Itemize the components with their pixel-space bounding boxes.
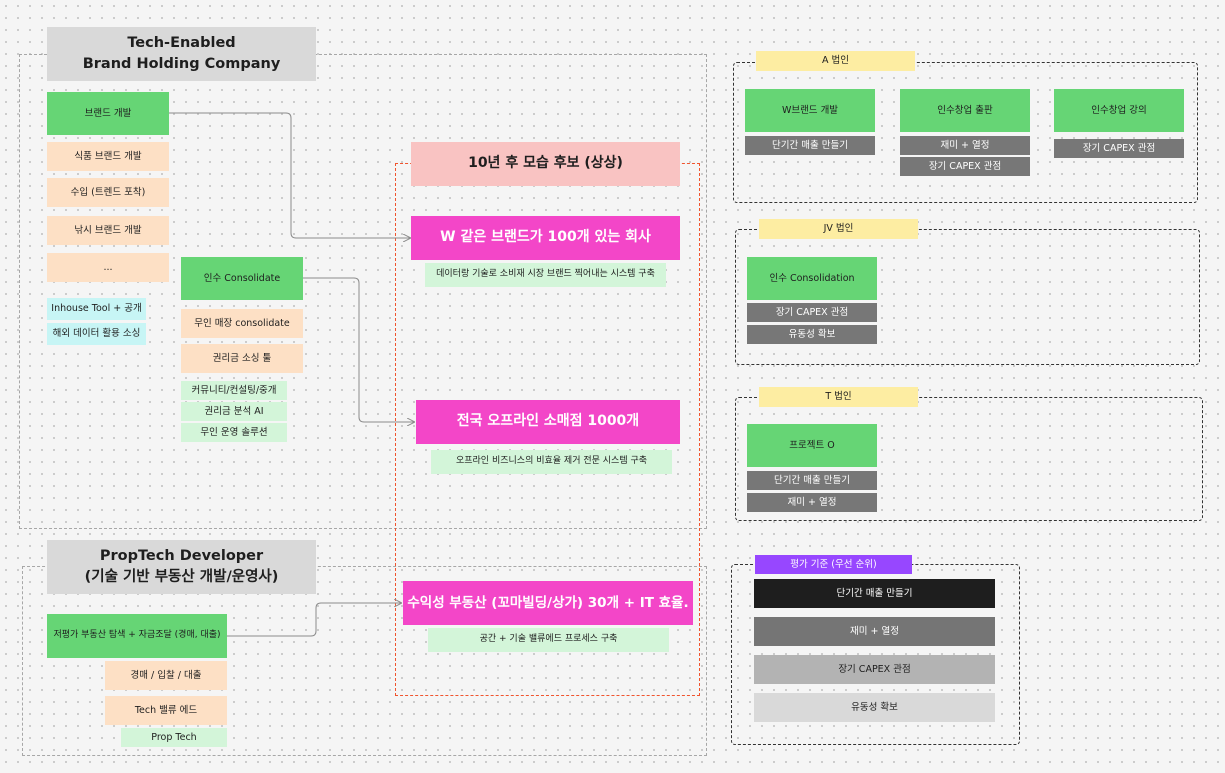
a-card-w-brand[interactable]: W브랜드 개발 [745, 89, 875, 132]
t-card-project-o[interactable]: 프로젝트 O [747, 424, 877, 467]
brand-item-import[interactable]: 수입 (트렌드 포착) [47, 178, 169, 207]
jv-card-consolidation[interactable]: 인수 Consolidation [747, 257, 877, 300]
a-entity-frame [733, 62, 1198, 203]
a-card-publishing[interactable]: 인수창업 출판 [900, 89, 1030, 132]
consolidate-sub-ai[interactable]: 권리금 분석 AI [181, 402, 287, 421]
goal-retail-stores-desc: 오프라인 비즈니스의 비효율 제거 전문 시스템 구축 [431, 450, 672, 474]
brand-item-more[interactable]: ... [47, 253, 169, 282]
a-card-lecture-tag-1: 장기 CAPEX 관점 [1054, 139, 1184, 158]
goal-real-estate[interactable]: 수익성 부동산 (꼬마빌딩/상가) 30개 + IT 효율. [403, 581, 693, 625]
proptech-item-valueadd[interactable]: Tech 밸류 에드 [105, 696, 227, 725]
consolidate-sub-community[interactable]: 커뮤니티/컨설팅/중개 [181, 381, 287, 400]
t-entity-label: T 법인 [759, 387, 918, 407]
brand-dev-node[interactable]: 브랜드 개발 [47, 92, 169, 135]
a-entity-label: A 법인 [756, 51, 915, 71]
consolidate-sub-solution[interactable]: 무인 운영 솔루션 [181, 423, 287, 442]
consolidate-node[interactable]: 인수 Consolidate [181, 257, 303, 300]
holding-title-line2: Brand Holding Company [82, 56, 281, 72]
holding-frame [19, 54, 707, 529]
a-card-w-brand-tag-1: 단기간 매출 만들기 [745, 136, 875, 155]
brand-item-food[interactable]: 식품 브랜드 개발 [47, 142, 169, 171]
proptech-main-node[interactable]: 저평가 부동산 탐색 + 자금조달 (경매, 대출) [47, 614, 227, 658]
criteria-item-2[interactable]: 재미 + 열정 [754, 617, 995, 646]
criteria-label: 평가 기준 (우선 순위) [755, 555, 912, 574]
jv-card-tag-2: 유동성 확보 [747, 325, 877, 344]
criteria-item-4[interactable]: 유동성 확보 [754, 693, 995, 722]
goal-w-brands[interactable]: W 같은 브랜드가 100개 있는 회사 [411, 216, 680, 260]
criteria-item-3[interactable]: 장기 CAPEX 관점 [754, 655, 995, 684]
consolidate-item-premium-tool[interactable]: 권리금 소싱 툴 [181, 344, 303, 373]
connector-consolidate-to-retail [303, 277, 414, 422]
future-title: 10년 후 모습 후보 (상상) [411, 142, 680, 186]
jv-entity-label: JV 법인 [759, 219, 918, 239]
proptech-title-line2: (기술 기반 부동산 개발/운영사) [84, 569, 279, 585]
consolidate-item-unmanned[interactable]: 무인 매장 consolidate [181, 309, 303, 338]
jv-card-tag-1: 장기 CAPEX 관점 [747, 303, 877, 322]
t-card-tag-2: 재미 + 열정 [747, 493, 877, 512]
goal-w-brands-desc: 데이터랑 기술로 소비재 시장 브랜드 찍어내는 시스템 구축 [425, 263, 666, 287]
t-entity-frame [735, 397, 1203, 521]
jv-entity-frame [735, 229, 1200, 365]
connector-proptech-to-realestate [227, 603, 401, 637]
a-card-publishing-tag-1: 재미 + 열정 [900, 136, 1030, 155]
proptech-tag[interactable]: Prop Tech [121, 728, 227, 747]
goal-real-estate-desc: 공간 + 기술 밸류에드 프로세스 구축 [428, 628, 669, 652]
tool-overseas-data[interactable]: 해외 데이터 활용 소싱 [47, 323, 146, 345]
brand-item-fishing[interactable]: 낚시 브랜드 개발 [47, 216, 169, 245]
proptech-item-auction[interactable]: 경매 / 입찰 / 대출 [105, 661, 227, 690]
a-card-lecture[interactable]: 인수창업 강의 [1054, 89, 1184, 132]
goal-retail-stores[interactable]: 전국 오프라인 소매점 1000개 [416, 400, 680, 444]
criteria-item-1[interactable]: 단기간 매출 만들기 [754, 579, 995, 608]
holding-title: Tech-Enabled Brand Holding Company [47, 27, 316, 81]
proptech-frame [22, 566, 707, 756]
connector-brand-to-w [169, 112, 410, 238]
t-card-tag-1: 단기간 매출 만들기 [747, 471, 877, 490]
proptech-title: PropTech Developer (기술 기반 부동산 개발/운영사) [47, 540, 316, 594]
tool-inhouse[interactable]: Inhouse Tool + 공개 [47, 298, 146, 320]
a-card-publishing-tag-2: 장기 CAPEX 관점 [900, 157, 1030, 176]
proptech-title-line1: PropTech Developer [99, 547, 264, 564]
holding-title-line1: Tech-Enabled [127, 34, 236, 51]
